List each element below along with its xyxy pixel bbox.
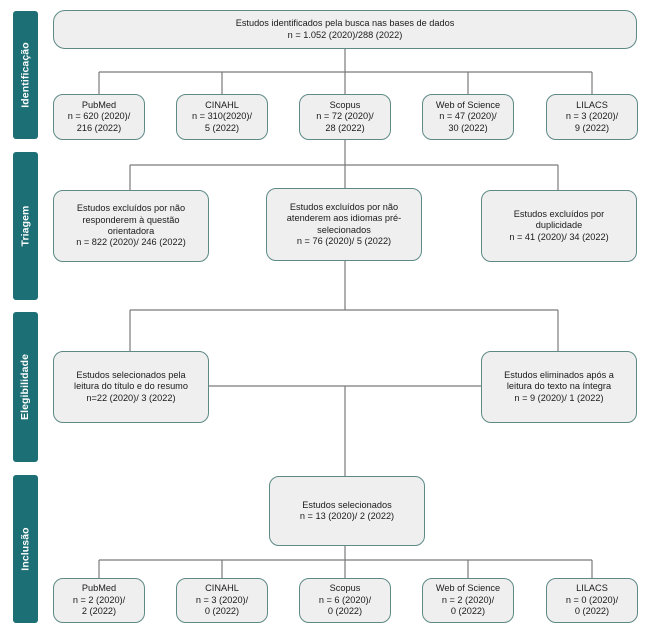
database-box-lilacs: LILACS n = 3 (2020)/ 9 (2022) xyxy=(546,94,638,140)
eligibility-text: Estudos eliminados após a xyxy=(504,369,614,380)
phase-band-identificacao: Identificação xyxy=(13,11,38,139)
database-name: Scopus xyxy=(329,99,361,110)
database-name: LILACS xyxy=(576,99,608,110)
phase-label-triagem: Triagem xyxy=(19,205,32,247)
final-database-box-scopus: Scopus n = 6 (2020)/ 0 (2022) xyxy=(299,578,391,623)
database-count-2020: n = 0 (2020)/ xyxy=(565,594,619,605)
identification-title: Estudos identificados pela busca nas bas… xyxy=(235,18,455,29)
eligibility-text: Estudos selecionados pela xyxy=(76,369,186,380)
database-count-2022: 9 (2022) xyxy=(574,122,610,133)
screening-text: Estudos excluídos por não xyxy=(76,203,186,214)
phase-label-identificacao: Identificação xyxy=(19,42,32,108)
database-name: LILACS xyxy=(576,583,608,594)
database-name: PubMed xyxy=(81,583,117,594)
database-name: Web of Science xyxy=(435,99,501,110)
database-name: PubMed xyxy=(81,99,117,110)
screening-count: n = 76 (2020)/ 5 (2022) xyxy=(296,235,392,246)
database-count-2022: 0 (2022) xyxy=(450,606,486,617)
database-box-web-of-science: Web of Science n = 47 (2020)/ 30 (2022) xyxy=(422,94,514,140)
phase-label-inclusao: Inclusão xyxy=(19,527,32,571)
screening-box-language: Estudos excluídos por não atenderem aos … xyxy=(266,188,422,261)
screening-text: responderem à questão xyxy=(82,214,180,225)
screening-count: n = 41 (2020)/ 34 (2022) xyxy=(509,231,609,242)
eligibility-box-selected: Estudos selecionados pela leitura do tít… xyxy=(53,351,209,423)
screening-box-duplicates: Estudos excluídos por duplicidade n = 41… xyxy=(481,190,637,262)
database-count-2020: n = 310(2020)/ xyxy=(191,111,253,122)
identification-box: Estudos identificados pela busca nas bas… xyxy=(53,10,637,49)
phase-label-elegibilidade: Elegibilidade xyxy=(19,353,32,421)
eligibility-text: leitura do título e do resumo xyxy=(74,381,188,392)
screening-text: Estudos excluídos por não xyxy=(289,201,399,212)
screening-text: duplicidade xyxy=(535,220,583,231)
database-count-2020: n = 2 (2020)/ xyxy=(72,594,126,605)
eligibility-box-eliminated: Estudos eliminados após a leitura do tex… xyxy=(481,351,637,423)
database-name: Scopus xyxy=(329,583,361,594)
database-box-cinahl: CINAHL n = 310(2020)/ 5 (2022) xyxy=(176,94,268,140)
database-name: CINAHL xyxy=(205,99,239,110)
phase-band-inclusao: Inclusão xyxy=(13,475,38,623)
final-database-box-lilacs: LILACS n = 0 (2020)/ 0 (2022) xyxy=(546,578,638,623)
database-name: CINAHL xyxy=(205,583,239,594)
database-count-2020: n = 620 (2020)/ xyxy=(67,111,131,122)
eligibility-count: n=22 (2020)/ 3 (2022) xyxy=(86,392,176,403)
final-database-box-pubmed: PubMed n = 2 (2020)/ 2 (2022) xyxy=(53,578,145,623)
identification-count: n = 1.052 (2020)/288 (2022) xyxy=(287,29,403,40)
screening-count: n = 822 (2020)/ 246 (2022) xyxy=(76,237,186,248)
final-database-box-web-of-science: Web of Science n = 2 (2020)/ 0 (2022) xyxy=(422,578,514,623)
database-count-2022: 0 (2022) xyxy=(327,606,363,617)
database-count-2020: n = 2 (2020)/ xyxy=(441,594,495,605)
database-name: Web of Science xyxy=(435,583,501,594)
database-count-2022: 216 (2022) xyxy=(76,122,122,133)
eligibility-count: n = 9 (2020)/ 1 (2022) xyxy=(514,392,604,403)
screening-text: selecionados xyxy=(317,224,371,235)
database-count-2022: 2 (2022) xyxy=(81,606,117,617)
screening-text: atenderem aos idiomas pré- xyxy=(286,213,402,224)
inclusion-count: n = 13 (2020)/ 2 (2022) xyxy=(299,511,395,521)
database-count-2020: n = 3 (2020)/ xyxy=(195,594,249,605)
database-box-pubmed: PubMed n = 620 (2020)/ 216 (2022) xyxy=(53,94,145,140)
screening-text: orientadora xyxy=(107,226,155,236)
database-box-scopus: Scopus n = 72 (2020)/ 28 (2022) xyxy=(299,94,391,140)
database-count-2022: 30 (2022) xyxy=(448,122,488,133)
screening-text: Estudos excluídos por xyxy=(513,208,605,219)
database-count-2022: 0 (2022) xyxy=(204,606,240,617)
phase-band-triagem: Triagem xyxy=(13,152,38,300)
eligibility-text: leitura do texto na íntegra xyxy=(506,381,612,392)
database-count-2020: n = 47 (2020)/ xyxy=(439,111,497,122)
phase-band-elegibilidade: Elegibilidade xyxy=(13,312,38,462)
database-count-2020: n = 72 (2020)/ xyxy=(316,111,374,122)
inclusion-title: Estudos selecionados xyxy=(302,499,392,510)
database-count-2022: 0 (2022) xyxy=(574,606,610,617)
final-database-box-cinahl: CINAHL n = 3 (2020)/ 0 (2022) xyxy=(176,578,268,623)
database-count-2022: 5 (2022) xyxy=(204,122,240,133)
database-count-2022: 28 (2022) xyxy=(325,122,365,133)
database-count-2020: n = 6 (2020)/ xyxy=(318,594,372,605)
screening-box-off-topic: Estudos excluídos por não responderem à … xyxy=(53,190,209,262)
inclusion-box: Estudos selecionados n = 13 (2020)/ 2 (2… xyxy=(269,476,425,546)
database-count-2020: n = 3 (2020)/ xyxy=(565,111,619,122)
